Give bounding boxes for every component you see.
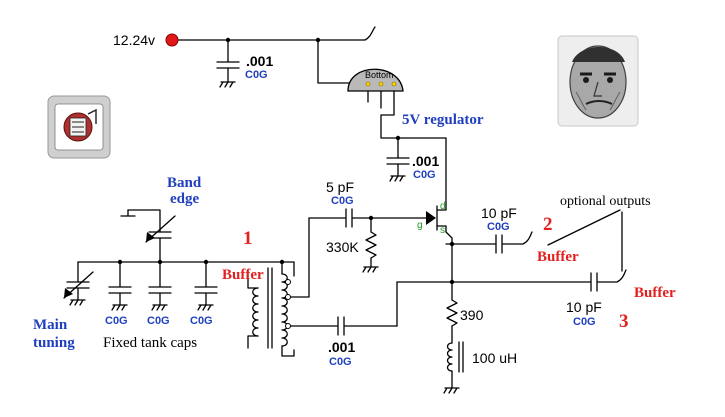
jfet-gate-label: g [417, 220, 423, 231]
wire-reg-out [380, 101, 447, 206]
main-tuning-label-line2: tuning [33, 335, 75, 351]
node [117, 259, 123, 265]
resistor-r1 [365, 231, 377, 259]
reg-pin [365, 81, 371, 87]
cap4-symbol [495, 234, 503, 254]
main-cap-arrowhead [64, 288, 73, 298]
resistor-r2-value: 390 [460, 307, 484, 323]
supply-voltage-label: 12.24v [113, 32, 156, 48]
supply-terminal [165, 33, 179, 47]
node [395, 135, 401, 141]
fixed-cap-2 [148, 261, 172, 306]
reg-pin [391, 81, 397, 87]
ground-band [120, 209, 136, 217]
band-edge-label-line1: Band [167, 175, 202, 191]
cap2-symbol [386, 157, 410, 165]
output-number-3: 3 [619, 311, 629, 332]
fixed-tank-caps-label: Fixed tank caps [103, 335, 198, 351]
node [449, 279, 455, 285]
secondary-coil [281, 273, 288, 347]
cap4-type: C0G [487, 221, 510, 233]
main-tuning-label-line1: Main [33, 317, 68, 333]
cap1-type: C0G [245, 69, 268, 81]
cap4-value: 10 pF [481, 205, 517, 221]
band-edge-label-line2: edge [170, 191, 200, 207]
cap5-symbol [590, 272, 598, 292]
node [225, 37, 231, 43]
wire-10pf-top-out [502, 231, 533, 245]
ground-fc1 [111, 304, 128, 311]
transformer-tap [285, 294, 291, 300]
node [449, 241, 455, 247]
jfet-source [436, 225, 447, 233]
buffer-label-2: Buffer [537, 249, 579, 265]
cap6-symbol [337, 316, 345, 336]
fixed-cap-3-type: C0G [190, 315, 213, 327]
inductor-100uh [446, 342, 453, 372]
buffer-label-1: Buffer [222, 267, 264, 283]
regulator-label: 5V regulator [402, 112, 484, 128]
jfet-source-label: s [440, 225, 445, 236]
ground-main [69, 299, 86, 306]
reg-pin [378, 81, 384, 87]
resistor-r2 [446, 299, 458, 327]
output-number-2: 2 [543, 214, 553, 235]
rail-break-top [364, 26, 376, 41]
transformer-tap [285, 279, 291, 285]
jfet-drain-label: d [440, 201, 446, 212]
primary-coil [252, 287, 259, 337]
face-portrait [557, 35, 639, 127]
cap1-symbol [216, 61, 240, 69]
ground-fc3 [197, 304, 214, 311]
ground-fc2 [151, 304, 168, 311]
node [279, 259, 285, 265]
wire-source [445, 231, 453, 283]
cap6-value: .001 [328, 339, 356, 355]
ground-r1 [362, 266, 379, 273]
badge-logo [47, 95, 111, 159]
fixed-cap-1 [108, 261, 132, 306]
node [203, 259, 209, 265]
node [315, 37, 321, 43]
regulator-pin-label: Bottom [365, 70, 394, 80]
cap3-value: 5 pF [326, 179, 355, 195]
cap5-value: 10 pF [566, 299, 602, 315]
jfet-drain [436, 204, 447, 211]
fixed-cap-3 [194, 261, 218, 306]
jfet-gate-arrow [426, 211, 436, 225]
fixed-cap-1-type: C0G [105, 315, 128, 327]
cap2-type: C0G [413, 169, 436, 181]
resistor-r1-value: 330K [326, 239, 359, 255]
buffer-label-3: Buffer [634, 285, 676, 301]
primary-leads [247, 269, 259, 349]
output-number-1: 1 [243, 228, 253, 249]
fixed-cap-2-type: C0G [147, 315, 170, 327]
regulator-body [347, 68, 404, 92]
ground-cap2 [389, 175, 406, 182]
inductor-core [458, 341, 464, 373]
cap5-type: C0G [573, 316, 596, 328]
transformer-core [267, 267, 273, 349]
transformer-tap [285, 323, 291, 329]
ground-cap1 [219, 81, 236, 88]
cap3-type: C0G [331, 195, 354, 207]
pointer-out2 [547, 209, 621, 246]
cap6-type: C0G [329, 356, 352, 368]
wire-band-top [127, 209, 161, 233]
wire-tap-to-5pf [287, 217, 310, 298]
cap2-value: .001 [412, 153, 440, 169]
node [368, 215, 374, 221]
cap3-symbol [345, 208, 353, 228]
reg-legs [367, 89, 395, 103]
secondary-bottom-lead [281, 345, 295, 357]
cap1-value: .001 [246, 53, 274, 69]
ground-l [443, 387, 460, 394]
node [157, 259, 163, 265]
inductor-value: 100 uH [472, 350, 518, 366]
optional-outputs-label: optional outputs [560, 194, 651, 209]
band-cap-arrowhead [146, 232, 155, 242]
wire-10pf-bottom-out [597, 269, 627, 283]
